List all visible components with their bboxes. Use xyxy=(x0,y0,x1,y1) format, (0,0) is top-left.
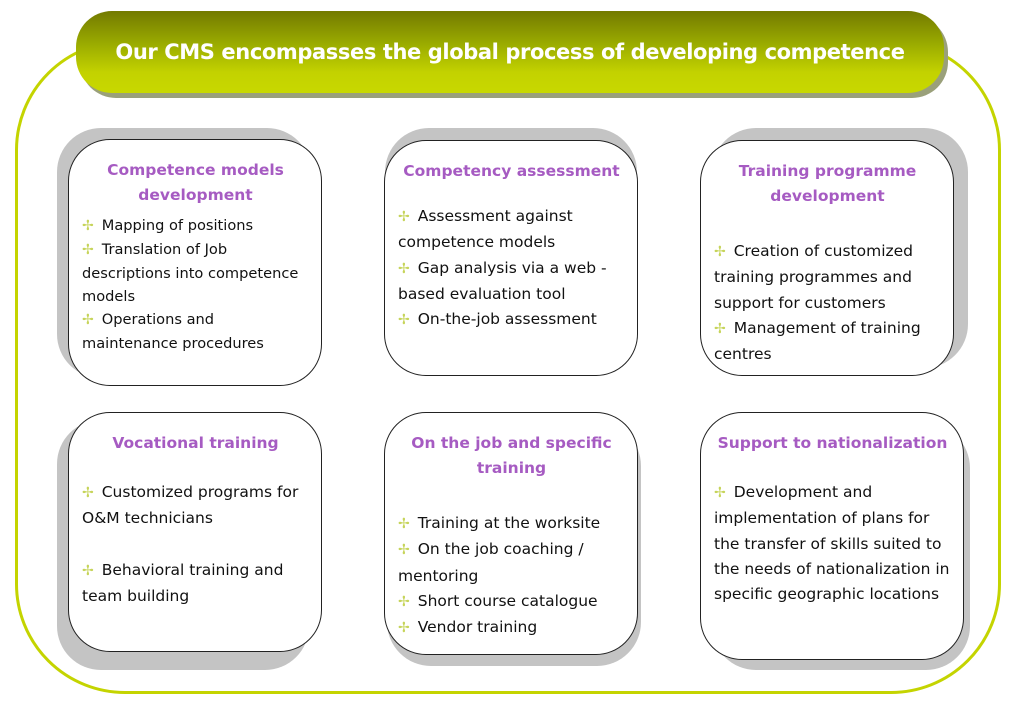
bullet-icon: ✢ xyxy=(82,485,94,501)
card-body: ✢Mapping of positions ✢Translation of Jo… xyxy=(82,214,309,355)
card-competence-models: Competence models development ✢Mapping o… xyxy=(68,139,322,386)
card-training-programme: Training programme development ✢Creation… xyxy=(700,140,954,376)
bullet-icon: ✢ xyxy=(398,542,410,559)
bullet-icon: ✢ xyxy=(714,244,726,260)
list-item: ✢Short course catalogue xyxy=(398,591,598,610)
card-support-nationalization: Support to nationalization ✢Development … xyxy=(700,412,964,660)
bullet-icon: ✢ xyxy=(398,312,410,329)
bullet-icon: ✢ xyxy=(82,312,94,328)
bullet-icon: ✢ xyxy=(714,320,726,337)
list-item: ✢Operations and maintenance procedures xyxy=(82,311,264,352)
list-item: ✢Behavioral training and team building xyxy=(82,560,284,605)
card-title: Competence models development xyxy=(107,161,284,204)
list-item: ✢Management of training centres xyxy=(714,318,921,364)
list-item: ✢Training at the worksite xyxy=(398,514,601,532)
card-title: Vocational training xyxy=(112,434,279,452)
list-item: ✢Mapping of positions xyxy=(82,217,254,234)
list-item: ✢Translation of Job descriptions into co… xyxy=(82,241,299,305)
bullet-icon: ✢ xyxy=(82,562,94,579)
list-item: ✢Vendor training xyxy=(398,618,538,637)
list-item: ✢On the job coaching / mentoring xyxy=(398,540,584,585)
card-body: ✢Creation of customized training program… xyxy=(714,239,941,367)
bullet-icon: ✢ xyxy=(398,516,410,532)
list-item: ✢Gap analysis via a web - based evaluati… xyxy=(398,258,607,303)
card-on-the-job-training: On the job and specific training ✢Traini… xyxy=(384,412,638,655)
list-item: ✢Creation of customized training program… xyxy=(714,242,914,312)
header-banner: Our CMS encompasses the global process o… xyxy=(76,11,944,93)
card-body: ✢Development and implementation of plans… xyxy=(714,480,951,607)
bullet-icon: ✢ xyxy=(398,209,410,225)
bullet-icon: ✢ xyxy=(714,485,726,501)
bullet-icon: ✢ xyxy=(398,260,410,277)
card-competency-assessment: Competency assessment ✢Assessment agains… xyxy=(384,140,638,376)
card-title: Training programme development xyxy=(738,162,917,205)
page-title: Our CMS encompasses the global process o… xyxy=(115,40,905,64)
card-body: ✢Assessment against competence models ✢G… xyxy=(398,204,625,333)
card-vocational-training: Vocational training ✢Customized programs… xyxy=(68,412,322,652)
card-title: On the job and specific training xyxy=(411,434,612,477)
card-title: Support to nationalization xyxy=(717,434,948,452)
bullet-icon: ✢ xyxy=(398,620,410,637)
list-item: ✢Customized programs for O&M technicians xyxy=(82,483,299,528)
card-body: ✢Training at the worksite ✢On the job co… xyxy=(398,511,625,641)
card-title: Competency assessment xyxy=(403,162,620,180)
bullet-icon: ✢ xyxy=(82,242,94,258)
bullet-icon: ✢ xyxy=(82,218,94,234)
list-item: ✢Development and implementation of plans… xyxy=(714,483,950,604)
list-item: ✢On-the-job assessment xyxy=(398,310,597,329)
bullet-icon: ✢ xyxy=(398,593,410,610)
card-body: ✢Customized programs for O&M technicians… xyxy=(82,480,309,609)
list-item: ✢Assessment against competence models xyxy=(398,207,573,252)
